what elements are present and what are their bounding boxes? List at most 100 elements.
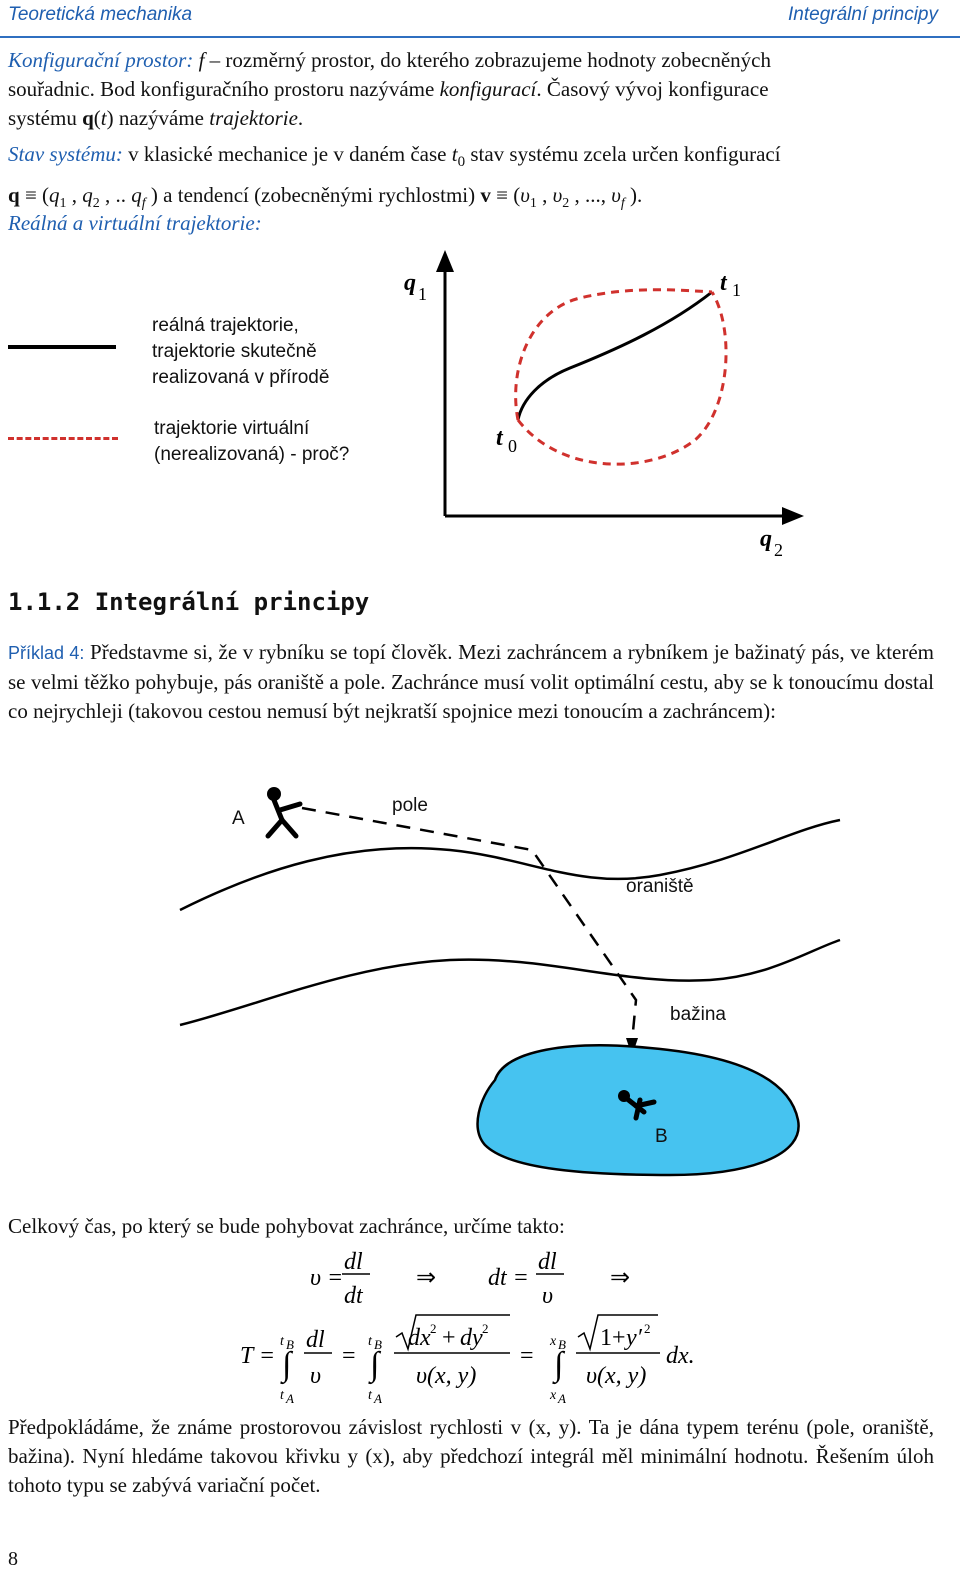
svg-text:∫: ∫ (552, 1346, 566, 1385)
svg-text:υ: υ (542, 1283, 553, 1309)
state-paragraph: Stav systému: v klasické mechanice je v … (8, 142, 781, 212)
svg-text:υ =: υ = (310, 1265, 343, 1291)
q2-axis-arrow (782, 507, 804, 525)
svg-text:t: t (280, 1334, 285, 1349)
state-text2: stav systému zcela určen konfigurací (465, 142, 781, 166)
svg-text:B: B (558, 1337, 566, 1352)
svg-text:T =: T = (240, 1343, 275, 1369)
label-bazina: bažina (670, 1004, 726, 1025)
svg-text:υ(x, y): υ(x, y) (416, 1363, 476, 1389)
var-f: f (198, 48, 205, 72)
label-B: B (655, 1126, 668, 1147)
label-q1-sub: 1 (418, 284, 427, 304)
label-q2: q (760, 526, 772, 552)
q1-axis-arrow (436, 250, 454, 272)
config-line3-d: . (297, 106, 304, 130)
svg-text:A: A (557, 1391, 566, 1405)
page-number: 8 (8, 1548, 18, 1570)
svg-text:x: x (549, 1388, 557, 1403)
label-A: A (232, 808, 245, 829)
svg-text:dx: dx (408, 1325, 431, 1351)
label-t1-sub: 1 (732, 280, 741, 300)
section-title: Integrální principy (94, 588, 370, 616)
svg-text:dl: dl (538, 1249, 557, 1275)
svg-text:1+: 1+ (600, 1325, 626, 1351)
config-line2-a: souřadnic. Bod konfiguračního prostoru n… (8, 77, 440, 101)
section-heading: 1.1.2 Integrální principy (8, 588, 369, 616)
svg-text:=: = (520, 1343, 534, 1369)
drowning-figure (618, 1090, 657, 1121)
example-label: Příklad 4: (8, 643, 85, 663)
legend-virtual-2: (nerealizovaná) - proč? (154, 444, 350, 465)
svg-text:dl: dl (306, 1327, 325, 1353)
example-paragraph: Příklad 4: Představme si, že v rybníku s… (8, 638, 934, 726)
svg-text:y′: y′ (624, 1325, 643, 1351)
legend-virtual-text: trajektorie virtuální (nerealizovaná) - … (154, 416, 349, 468)
svg-text:B: B (374, 1337, 382, 1352)
rescuer-figure (265, 787, 303, 839)
label-t1: t (720, 270, 728, 296)
svg-text:dt =: dt = (488, 1265, 529, 1291)
config-space-text: – rozměrný prostor, do kterého zobrazuje… (204, 48, 771, 72)
config-space-term: Konfigurační prostor: (8, 48, 194, 72)
closing-paragraph: Předpokládáme, že známe prostorovou závi… (8, 1415, 934, 1497)
config-line3-b: nazýváme (113, 106, 210, 130)
trajectory-diagram: q 1 t 1 t 0 q 2 (404, 250, 804, 560)
svg-text:x: x (549, 1334, 557, 1349)
svg-text:t: t (368, 1388, 373, 1403)
svg-text:υ(x, y): υ(x, y) (586, 1363, 646, 1389)
svg-text:dy: dy (460, 1325, 483, 1351)
label-q1: q (404, 270, 416, 296)
config-space-paragraph: Konfigurační prostor: f – rozměrný prost… (8, 48, 771, 130)
svg-text:=: = (342, 1343, 356, 1369)
header-rule (0, 36, 960, 38)
svg-text:2: 2 (430, 1321, 437, 1336)
real-trajectory (516, 290, 713, 421)
optimal-path (301, 806, 638, 1043)
label-t0-sub: 0 (508, 436, 517, 456)
rescue-figure (179, 787, 841, 1177)
header-title-right: Integrální principy (788, 4, 938, 25)
svg-text:+: + (442, 1325, 456, 1351)
config-line3-c: trajektorie (209, 106, 298, 130)
svg-text:dx.: dx. (666, 1343, 695, 1369)
virtual-trajectory-lower (516, 291, 728, 466)
legend-dashed-line (8, 437, 118, 440)
svg-text:dt: dt (344, 1283, 364, 1309)
legend-real-2: trajektorie skutečně (152, 341, 317, 362)
config-line3-a: systému (8, 106, 83, 130)
svg-text:⇒: ⇒ (610, 1265, 630, 1291)
svg-text:A: A (373, 1391, 382, 1405)
svg-text:B: B (286, 1337, 294, 1352)
state-term: Stav systému: (8, 142, 123, 166)
svg-text:dl: dl (344, 1249, 363, 1275)
svg-text:⇒: ⇒ (416, 1265, 436, 1291)
header-title-left: Teoretická mechanika (8, 4, 193, 25)
config-line2-b: konfigurací (439, 77, 537, 101)
field-boundary (179, 818, 841, 912)
example-text: Představme si, že v rybníku se topí člov… (8, 640, 934, 723)
legend-virtual-1: trajektorie virtuální (154, 418, 310, 439)
plowed-boundary (179, 938, 841, 1027)
svg-text:t: t (368, 1334, 373, 1349)
svg-text:2: 2 (482, 1321, 489, 1336)
svg-text:∫: ∫ (368, 1346, 382, 1385)
svg-text:t: t (280, 1388, 285, 1403)
total-time-sentence: Celkový čas, po který se bude pohybovat … (8, 1214, 565, 1238)
svg-text:2: 2 (644, 1321, 651, 1336)
label-t0: t (496, 425, 504, 451)
virtual-trajectory-upper (514, 288, 713, 421)
label-oraniste: oraniště (626, 876, 694, 897)
state-text: v klasické mechanice je v daném čase (122, 142, 452, 166)
section-number: 1.1.2 (8, 588, 81, 616)
svg-text:A: A (285, 1391, 294, 1405)
config-line2-c: . Časový vývoj konfigurace (536, 77, 769, 101)
real-virtual-heading: Reálná a virtuální trajektorie: (8, 211, 262, 235)
svg-text:υ: υ (310, 1363, 321, 1389)
state-mid: a tendencí (zobecněnými rychlostmi) (157, 183, 481, 208)
legend-real-3: realizovaná v přírodě (152, 367, 330, 388)
legend-solid-line (8, 345, 116, 349)
legend-real-text: reálná trajektorie, trajektorie skutečně… (152, 313, 329, 391)
